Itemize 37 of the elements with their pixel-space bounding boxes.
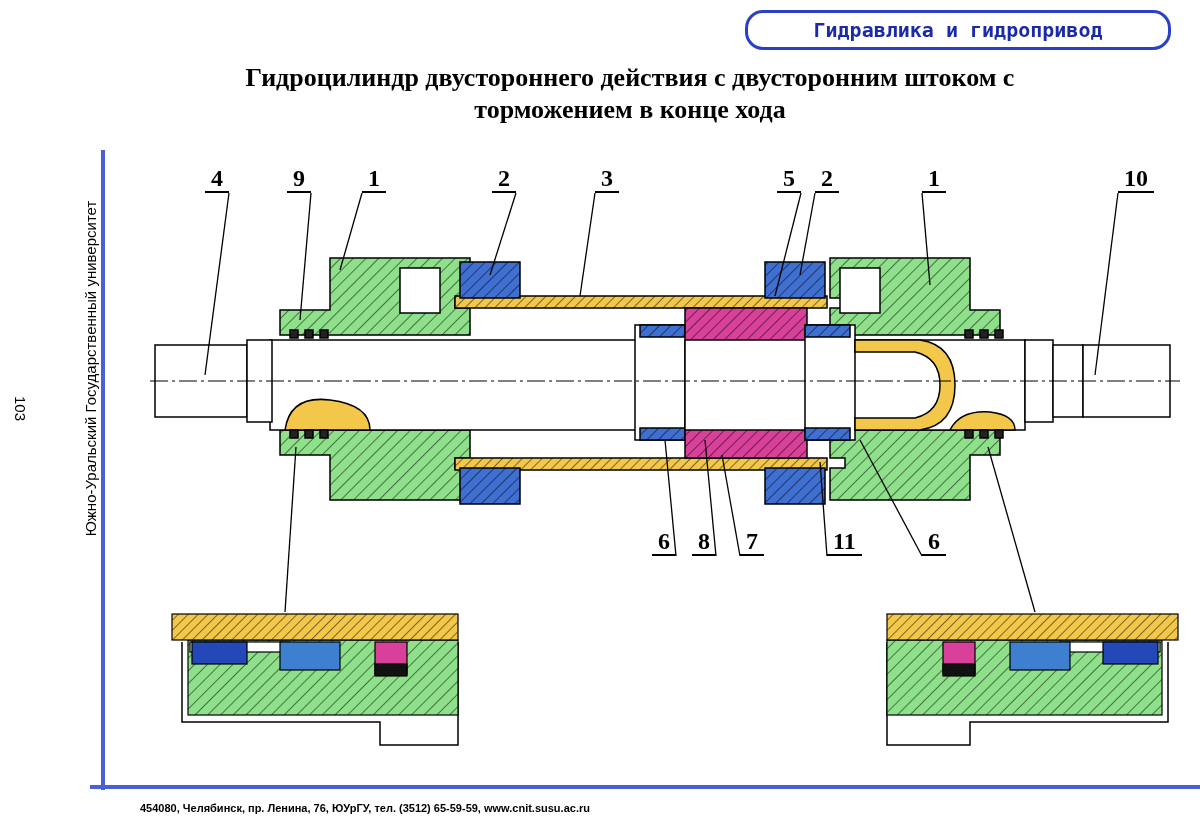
- leader-line: [204, 192, 230, 376]
- callout-number: 8: [692, 528, 716, 556]
- leader-line: [579, 192, 596, 297]
- leader-line: [987, 446, 1036, 613]
- callout-number: 2: [815, 165, 839, 193]
- section-header: Гидравлика и гидропривод: [745, 10, 1171, 50]
- callout-number: 6: [652, 528, 676, 556]
- leader-line: [819, 461, 828, 557]
- leader-line: [704, 439, 717, 557]
- callout-number: 11: [827, 528, 862, 556]
- leader-line: [774, 192, 802, 297]
- leader-line: [299, 192, 312, 321]
- leader-line: [721, 454, 741, 557]
- callout-number: 9: [287, 165, 311, 193]
- university-name: Южно-Уральский Государственный университет: [81, 199, 99, 539]
- callout-number: 5: [777, 165, 801, 193]
- callout-number: 1: [922, 165, 946, 193]
- callout-number: 4: [205, 165, 229, 193]
- leader-line: [664, 439, 677, 557]
- callout-number: 1: [362, 165, 386, 193]
- leader-line: [921, 192, 931, 286]
- leader-line: [859, 439, 923, 557]
- leader-line: [339, 192, 363, 271]
- seal-detail-drawing: [885, 612, 1180, 747]
- diagram-title: Гидроцилиндр двустороннего действия с двусторонним штоком с торможением в конце хода: [244, 62, 1016, 126]
- leader-line: [489, 192, 517, 276]
- callout-number: 2: [492, 165, 516, 193]
- callout-number: 3: [595, 165, 619, 193]
- callout-number: 10: [1118, 165, 1154, 193]
- leader-line: [1094, 192, 1119, 376]
- footer-text: 454080, Челябинск, пр. Ленина, 76, ЮУрГУ, тел. (3512) 65-59-59, www.cnit.susu.ac.ru: [140, 802, 590, 814]
- leader-line: [799, 192, 816, 276]
- page-number: 103: [12, 396, 29, 421]
- callout-number: 6: [922, 528, 946, 556]
- callout-number: 7: [740, 528, 764, 556]
- leader-line: [284, 446, 297, 613]
- seal-detail-drawing: [170, 612, 460, 747]
